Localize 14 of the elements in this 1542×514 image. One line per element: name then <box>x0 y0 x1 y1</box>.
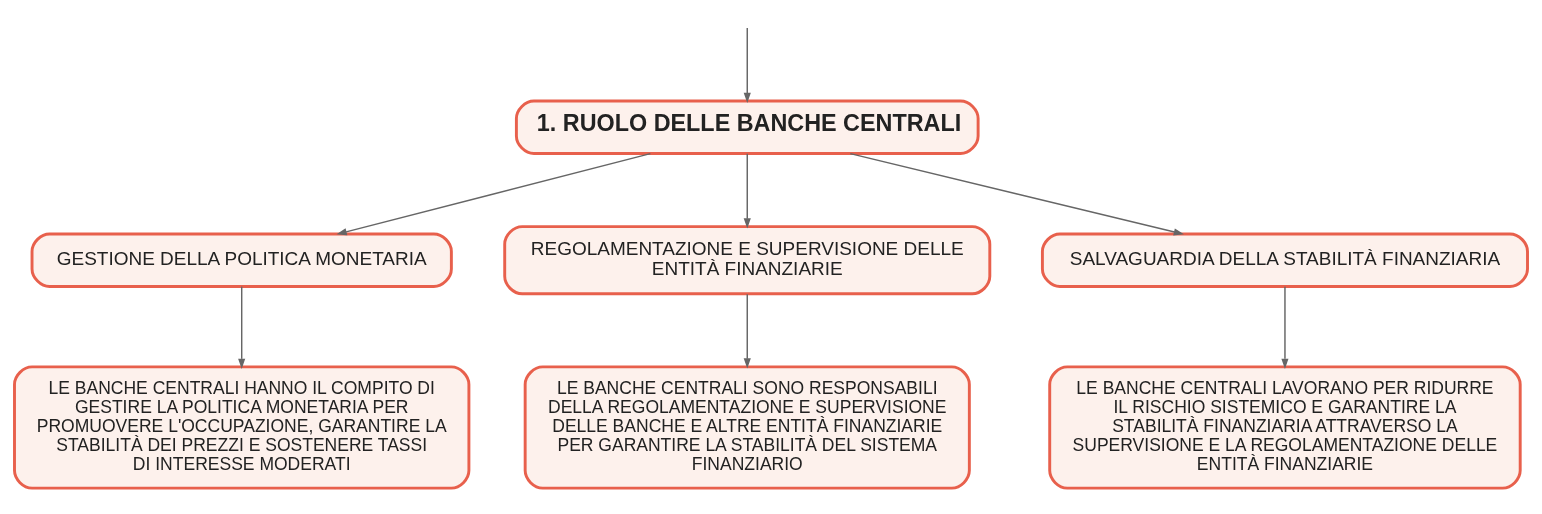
node-box: REGOLAMENTAZIONE E SUPERVISIONE DELLE ENTITÀ FINANZIARIE <box>503 224 992 295</box>
node-box: 1. RUOLO DELLE BANCHE CENTRALI <box>514 99 980 155</box>
node-box: LE BANCHE CENTRALI LAVORANO PER RIDURRE IL RISCHIO SISTEMICO E GARANTIRE LA STABILITÀ FINANZIARIA ATTRAVERSO LA SUPERVISIONE E LA REGOLAMENTAZIONE DELLE ENTITÀ FINANZIARIE <box>1048 364 1522 490</box>
arrow <box>1281 285 1289 369</box>
node-box: GESTIONE DELLA POLITICA MONETARIA <box>30 231 453 288</box>
arrow <box>238 285 246 369</box>
node-box: SALVAGUARDIA DELLA STABILITÀ FINANZIARIA <box>1040 231 1529 288</box>
node-box: LE BANCHE CENTRALI HANNO IL COMPITO DI GESTIRE LA POLITICA MONETARIA PER PROMUOVERE L'OCCUPAZIONE, GARANTIRE LA STABILITÀ DEI PREZZI E SOSTENERE TASSI DI INTERESSE MODERATI <box>13 364 471 490</box>
arrow <box>743 26 751 103</box>
arrow <box>743 152 751 229</box>
arrow <box>743 292 751 369</box>
arrow <box>849 152 1184 235</box>
node-box: LE BANCHE CENTRALI SONO RESPONSABILI DELLA REGOLAMENTAZIONE E SUPERVISIONE DELLE BANCHE E ALTRE ENTITÀ FINANZIARIE PER GARANTIRE LA STABILITÀ DEL SISTEMA FINANZIARIO <box>523 364 971 490</box>
arrow <box>336 152 652 235</box>
